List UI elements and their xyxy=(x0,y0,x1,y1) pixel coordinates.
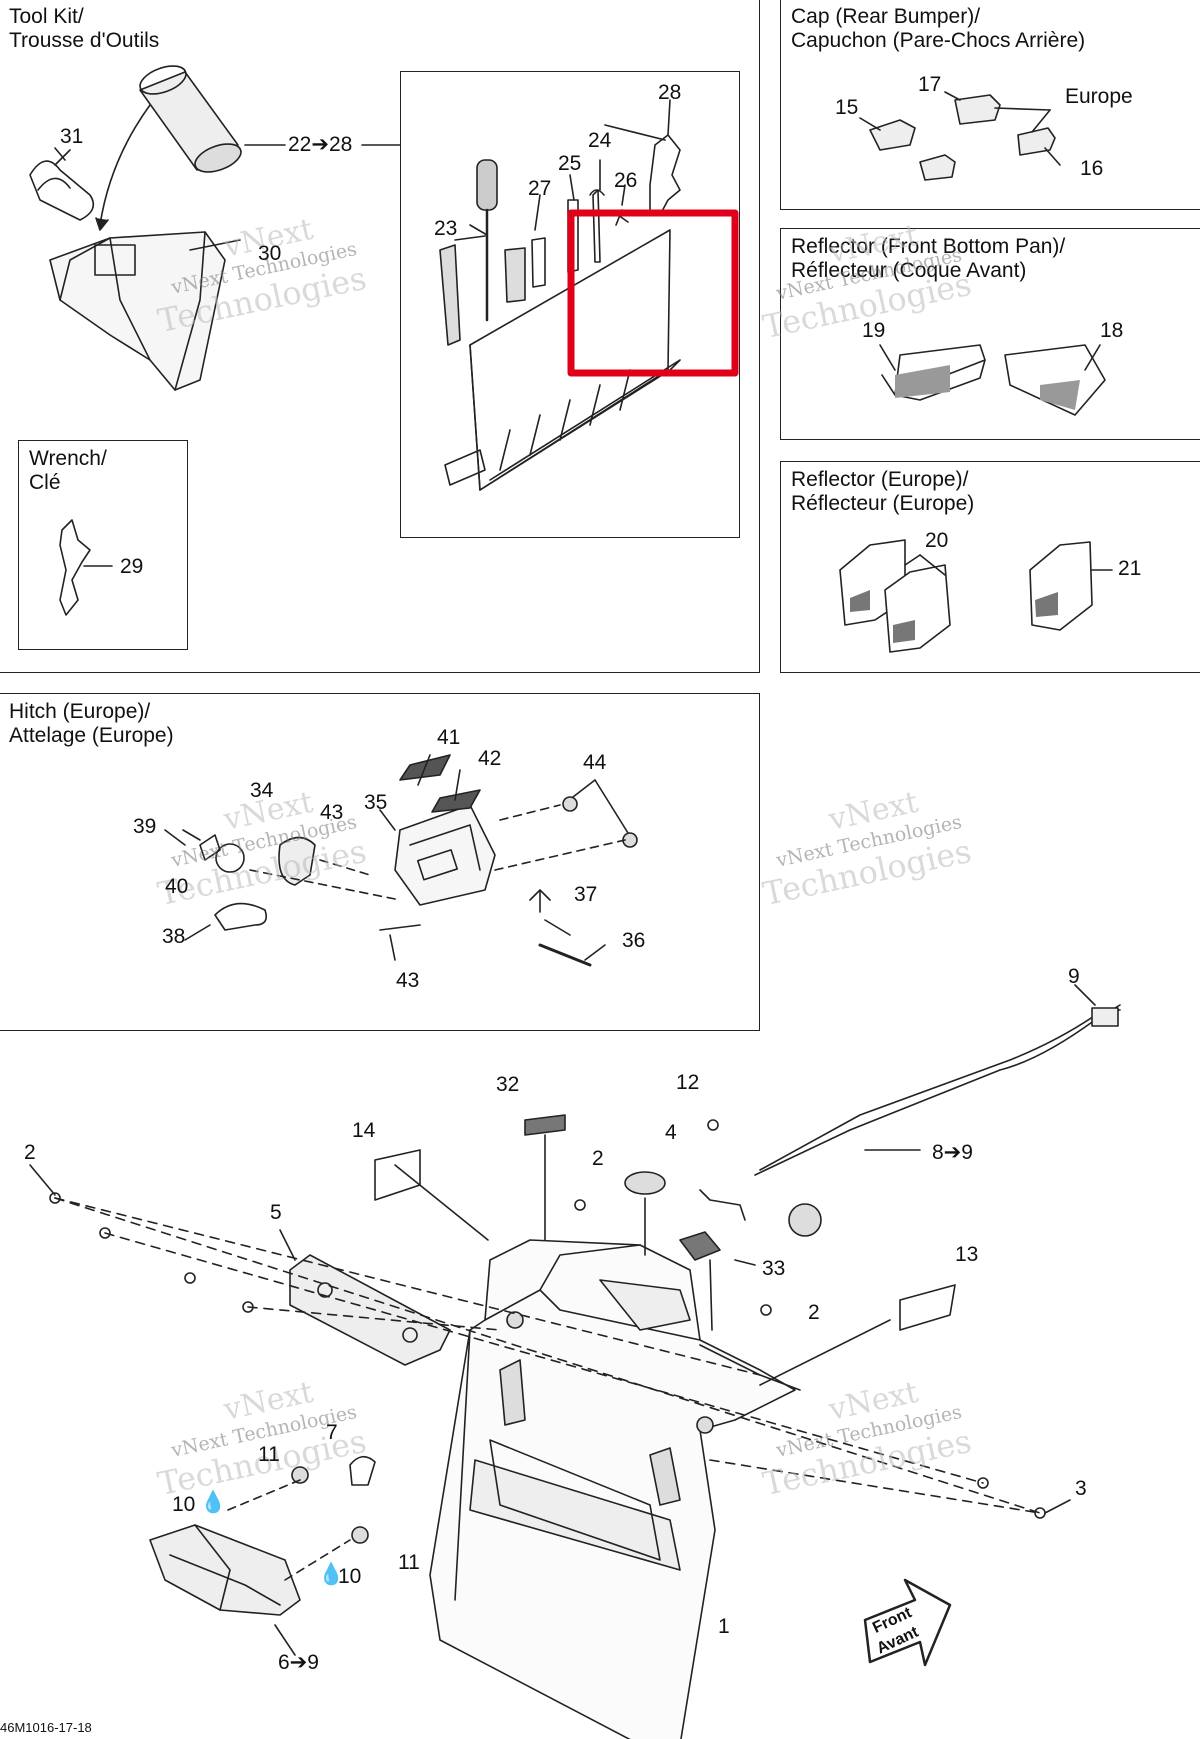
callout-29: 29 xyxy=(120,555,144,578)
callout-26: 26 xyxy=(614,169,638,192)
callout-43a: 43 xyxy=(320,801,344,824)
callout-4: 4 xyxy=(665,1121,677,1144)
front-arrow-icon xyxy=(863,1578,952,1667)
wrench-title: Wrench/ Clé xyxy=(29,447,107,494)
decal-33-icon xyxy=(679,1231,721,1261)
callout-39: 39 xyxy=(133,815,157,838)
rivet-set-icon xyxy=(49,1119,1046,1519)
callout-41: 41 xyxy=(437,726,461,749)
callout-3: 3 xyxy=(1075,1477,1087,1500)
callout-10a: 10 xyxy=(172,1493,196,1516)
callout-34: 34 xyxy=(250,779,274,802)
callout-6-9: 6➔9 xyxy=(278,1651,319,1674)
drop-icon-a: 💧 xyxy=(200,1491,227,1514)
callout-43b: 43 xyxy=(396,969,420,992)
callout-2a: 2 xyxy=(24,1141,36,1164)
emblem-icon xyxy=(624,1171,666,1195)
front-reflector-icon xyxy=(879,344,1106,416)
reflector-front-panel: Reflector (Front Bottom Pan)/ Réflecteur… xyxy=(780,228,1200,440)
callout-21: 21 xyxy=(1118,557,1142,580)
callout-2c: 2 xyxy=(808,1301,820,1324)
callout-42: 42 xyxy=(478,747,502,770)
bumper-cap-icon xyxy=(859,91,1061,181)
reflector-europe-title: Reflector (Europe)/ Réflecteur (Europe) xyxy=(791,468,975,515)
callout-11a: 11 xyxy=(258,1443,280,1466)
callout-32: 32 xyxy=(496,1073,520,1096)
callout-25: 25 xyxy=(558,152,582,175)
wrench-panel: Wrench/ Clé xyxy=(18,440,188,650)
callout-13: 13 xyxy=(955,1243,979,1266)
callout-12: 12 xyxy=(676,1071,700,1094)
callout-44: 44 xyxy=(583,751,607,774)
callout-16: 16 xyxy=(1080,157,1104,180)
callout-19: 19 xyxy=(862,319,886,342)
callout-2b: 2 xyxy=(592,1147,604,1170)
callout-38: 38 xyxy=(162,925,186,948)
callout-7: 7 xyxy=(326,1421,338,1444)
decal-32-icon xyxy=(524,1114,566,1136)
wrench-29-icon xyxy=(59,519,113,616)
callout-37: 37 xyxy=(574,883,598,906)
tool-bag-icon xyxy=(95,65,242,231)
decal-14-icon xyxy=(374,1149,421,1201)
callout-23: 23 xyxy=(434,217,458,240)
callout-17: 17 xyxy=(918,73,942,96)
callout-5: 5 xyxy=(270,1201,282,1224)
strap-icon xyxy=(29,147,95,221)
screwdriver-icon xyxy=(469,159,498,322)
hitch-title: Hitch (Europe)/ Attelage (Europe) xyxy=(9,700,174,747)
callout-8-9: 8➔9 xyxy=(932,1141,973,1164)
tool-kit-title: Tool Kit/ Trousse d'Outils xyxy=(9,5,160,52)
decal-13-icon xyxy=(899,1284,956,1331)
tool-pouch-icon xyxy=(444,229,681,491)
label-europe: Europe xyxy=(1065,85,1133,108)
callout-9: 9 xyxy=(1068,965,1080,988)
hitch-assembly-icon xyxy=(164,754,638,967)
tool-kit-housing-icon xyxy=(49,231,226,391)
wiring-harness-icon xyxy=(699,984,1121,1237)
hitch-panel: Hitch (Europe)/ Attelage (Europe) xyxy=(0,693,760,1031)
reflector-front-title: Reflector (Front Bottom Pan)/ Réflecteur… xyxy=(791,235,1066,282)
bit-set-icon xyxy=(439,199,579,346)
callout-28: 28 xyxy=(658,81,682,104)
rear-bumper-icon xyxy=(429,1239,801,1739)
side-cap-icon xyxy=(279,1229,451,1366)
callout-33: 33 xyxy=(762,1257,786,1280)
callout-30: 30 xyxy=(258,242,282,265)
callout-20: 20 xyxy=(925,529,949,552)
drop-icon-b: 💧 xyxy=(318,1563,345,1586)
callout-35: 35 xyxy=(364,791,388,814)
taillight-icon xyxy=(149,1455,376,1656)
callout-1: 1 xyxy=(718,1615,730,1638)
callout-11b: 11 xyxy=(398,1551,420,1574)
callout-18: 18 xyxy=(1100,319,1124,342)
callout-31: 31 xyxy=(60,125,84,148)
callout-10b: 10 xyxy=(338,1565,362,1588)
callout-22-28: 22➔28 xyxy=(288,133,353,156)
callout-36: 36 xyxy=(622,929,646,952)
callout-24: 24 xyxy=(588,129,612,152)
cap-title: Cap (Rear Bumper)/ Capuchon (Pare-Chocs … xyxy=(791,5,1086,52)
callout-27: 27 xyxy=(528,177,552,200)
europe-reflector-icon xyxy=(839,539,1113,653)
callout-40: 40 xyxy=(165,875,189,898)
highlight-box xyxy=(567,209,739,377)
callout-15: 15 xyxy=(835,96,859,119)
drawing-code: 46M1016-17-18 xyxy=(0,1720,92,1735)
callout-14: 14 xyxy=(352,1119,376,1142)
